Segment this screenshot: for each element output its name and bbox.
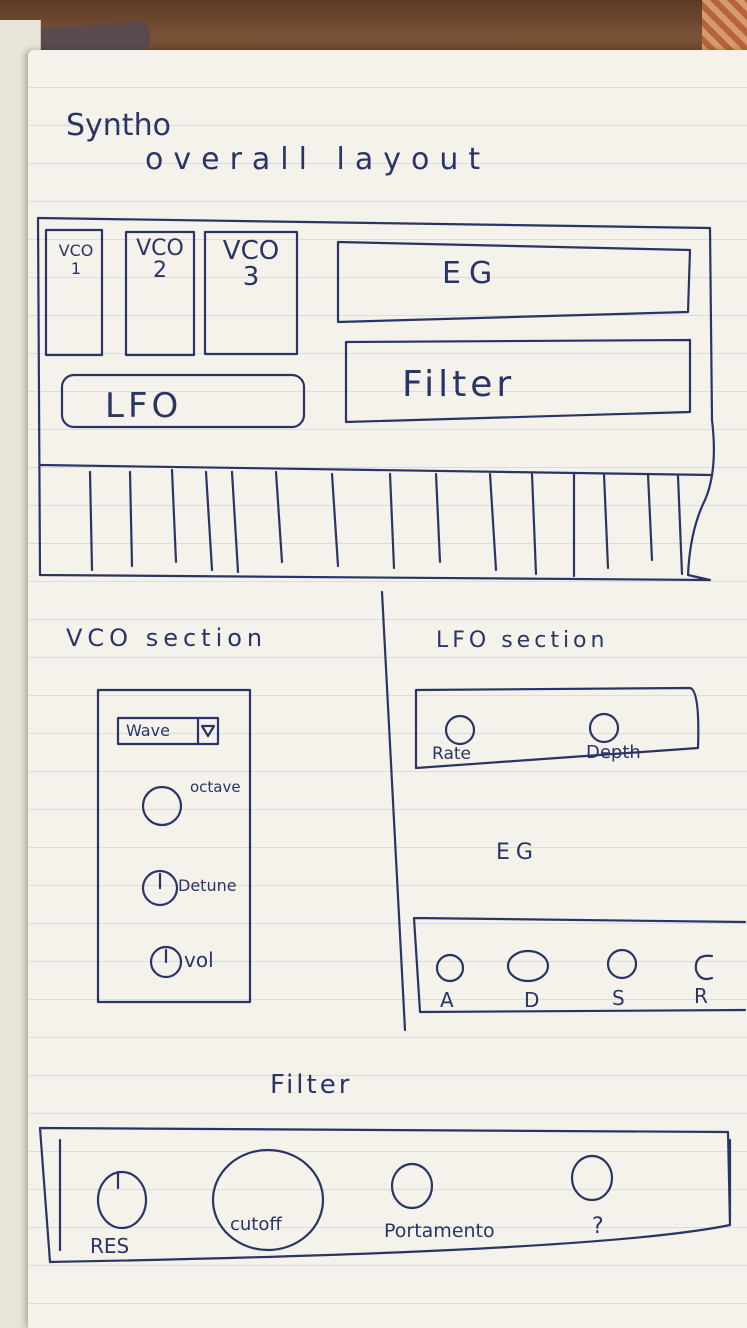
- vol-knob-label: vol: [184, 948, 214, 972]
- eg-section-title: EG: [496, 840, 539, 865]
- eg-panel: [412, 916, 747, 1014]
- depth-knob: [588, 712, 620, 744]
- vco2-label: VCO 2: [136, 236, 184, 283]
- vco2-box: [124, 230, 196, 357]
- wave-select-box: [116, 716, 220, 746]
- vco-section-title: VCO section: [66, 624, 268, 652]
- vco3-label: VCO 3: [222, 236, 280, 292]
- cutoff-knob-label: cutoff: [230, 1214, 282, 1235]
- rate-knob: [444, 714, 476, 746]
- vco-panel: [96, 688, 252, 1004]
- section-divider: [380, 590, 407, 1032]
- res-knob: [96, 1170, 148, 1230]
- release-knob-label: R: [694, 984, 708, 1008]
- res-knob-label: RES: [90, 1234, 130, 1258]
- octave-knob: [141, 785, 183, 827]
- sustain-knob: [606, 948, 638, 980]
- vco1-box: [44, 228, 104, 357]
- vco3-box: [203, 230, 299, 356]
- lfo-box: [60, 373, 306, 429]
- attack-knob: [435, 953, 465, 983]
- lfo-section-title: LFO section: [436, 628, 609, 653]
- vol-knob: [149, 945, 183, 979]
- filter-box: [344, 338, 692, 424]
- release-knob: [694, 954, 714, 981]
- filter-panel: [38, 1126, 732, 1264]
- depth-knob-label: Depth: [586, 742, 641, 763]
- sustain-knob-label: S: [612, 986, 625, 1010]
- detune-knob: [141, 869, 179, 907]
- rate-knob-label: Rate: [432, 744, 471, 764]
- detune-knob-label: Detune: [178, 876, 237, 895]
- vco1-label: VCO 1: [58, 241, 94, 278]
- lfo-panel: [414, 686, 700, 770]
- synth-overview-frame: [36, 216, 715, 582]
- cutoff-knob: [211, 1148, 325, 1252]
- decay-knob-label: D: [524, 988, 540, 1012]
- filter-section-title: Filter: [270, 1070, 353, 1100]
- keyboard-top-edge: [38, 463, 714, 477]
- unknown-knob: [570, 1154, 614, 1202]
- unknown-knob-label: ?: [592, 1214, 604, 1239]
- filter-label: Filter: [402, 364, 516, 405]
- page-title: Syntho: [66, 108, 171, 143]
- portamento-knob: [390, 1162, 434, 1210]
- page-subtitle: overall layout: [145, 142, 491, 177]
- wave-select[interactable]: Wave: [126, 721, 170, 740]
- portamento-knob-label: Portamento: [384, 1220, 495, 1242]
- lfo-label: LFO: [105, 386, 183, 426]
- eg-box: [336, 240, 692, 324]
- eg-label: EG: [442, 256, 501, 291]
- attack-knob-label: A: [440, 988, 454, 1012]
- wave-dropdown-arrow: [200, 724, 216, 738]
- decay-knob: [506, 949, 550, 983]
- keyboard-keys: [88, 468, 684, 578]
- octave-knob-label: octave: [190, 778, 241, 796]
